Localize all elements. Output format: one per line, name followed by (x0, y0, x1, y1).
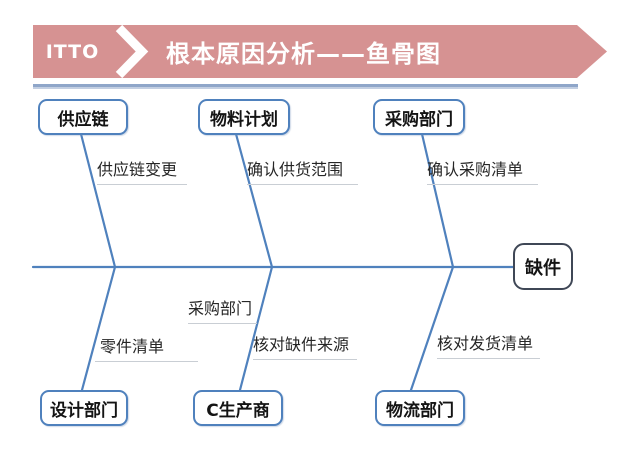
effect-label: 缺件 (525, 257, 561, 279)
category-box-logistics: 物流部门 (375, 390, 465, 426)
category-label: C生产商 (206, 400, 270, 421)
cause-label-confirm-purchase-list: 确认采购清单 (427, 156, 538, 185)
header-rule (33, 84, 578, 89)
category-box-purchasing: 采购部门 (373, 99, 465, 135)
category-label: 物流部门 (386, 400, 454, 421)
page-title: 根本原因分析——鱼骨图 (166, 40, 441, 68)
category-label: 设计部门 (50, 400, 118, 421)
cause-label-supply-chain-change: 供应链变更 (97, 156, 187, 185)
branch-top-3 (420, 132, 455, 269)
branch-top-2 (234, 132, 274, 269)
cause-label-check-missing-source: 核对缺件来源 (253, 331, 357, 360)
category-label: 供应链 (57, 109, 109, 130)
cause-label-purchasing-dept: 采购部门 (188, 295, 257, 324)
cause-label-parts-list: 零件清单 (95, 333, 198, 362)
effect-box-missing-parts: 缺件 (513, 243, 573, 290)
cause-label-check-shipping-list: 核对发货清单 (437, 330, 540, 359)
itto-badge: ITTO (45, 40, 100, 63)
branch-bottom-1 (80, 265, 117, 392)
category-label: 采购部门 (385, 109, 453, 130)
branch-bottom-3 (409, 265, 455, 392)
category-label: 物料计划 (210, 109, 278, 130)
category-box-supply-chain: 供应链 (38, 99, 128, 135)
header-banner: ITTO 根本原因分析——鱼骨图 (33, 25, 607, 78)
cause-label-confirm-supply-scope: 确认供货范围 (247, 156, 358, 185)
branch-top-1 (79, 132, 117, 269)
branch-bottom-2 (238, 265, 274, 392)
category-box-design-dept: 设计部门 (40, 390, 128, 426)
chevron-right-icon (112, 25, 152, 78)
category-box-material-plan: 物料计划 (198, 99, 290, 135)
category-box-manufacturer-c: C生产商 (193, 390, 283, 426)
